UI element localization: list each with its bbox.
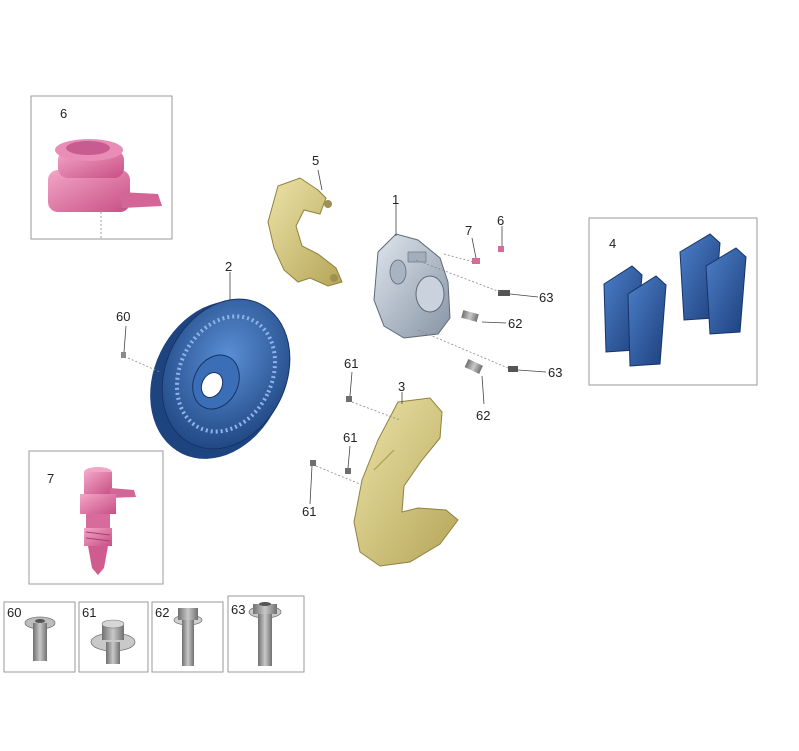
bleeder-valve-icon	[80, 467, 136, 575]
inset-bolt-60: 60	[3, 601, 76, 673]
flange-bolt-icon	[248, 602, 282, 666]
explode-lines	[127, 253, 509, 485]
callout-63a: 63	[539, 290, 553, 305]
inset-label-60: 60	[7, 605, 21, 620]
caliper-bolt-62a	[461, 310, 479, 322]
inset-label-7: 7	[47, 471, 54, 486]
callout-62b: 62	[476, 408, 490, 423]
callout-2: 2	[225, 259, 232, 274]
callout-60: 60	[116, 309, 130, 324]
hex-bolt-icon	[173, 608, 203, 666]
small-cap-6	[498, 246, 504, 252]
inset-bolt-63: 63	[227, 595, 305, 673]
callout-labels: 1 2 3 5 6 7 60 61 61 61 62 62 63 63	[116, 153, 562, 519]
brake-rotor	[150, 298, 291, 459]
inset-nut-61: 61	[78, 601, 149, 673]
callout-1: 1	[392, 192, 399, 207]
inset-label-62: 62	[155, 605, 169, 620]
flange-nut-icon	[90, 619, 136, 664]
inset-label-61: 61	[82, 605, 96, 620]
bleeder-cap-icon	[48, 139, 162, 212]
callout-63b: 63	[548, 365, 562, 380]
brake-caliper	[373, 233, 451, 339]
inset-valve-7: 7	[28, 450, 164, 585]
callout-5: 5	[312, 153, 319, 168]
small-valve-7	[472, 258, 480, 264]
callout-61b: 61	[343, 430, 357, 445]
inset-pads-4: 4	[588, 217, 758, 386]
callout-61a: 61	[344, 356, 358, 371]
callout-6: 6	[497, 213, 504, 228]
callout-3: 3	[398, 379, 405, 394]
brake-pad-icon	[603, 233, 747, 367]
inset-cap-6: 6	[30, 95, 173, 240]
leader-lines	[123, 169, 547, 505]
rotor-screw-60	[121, 352, 126, 358]
shield-nut-61a	[346, 396, 352, 402]
caliper-bracket	[267, 177, 343, 287]
guide-bolt-63b	[508, 366, 518, 372]
torx-bolt-icon	[24, 616, 56, 661]
callout-61c: 61	[302, 504, 316, 519]
inset-label-4: 4	[609, 236, 616, 251]
inset-bolt-62: 62	[151, 601, 224, 673]
inset-label-6: 6	[60, 106, 67, 121]
splash-shield	[353, 397, 459, 567]
shield-nut-61c	[310, 460, 316, 466]
guide-bolt-63a	[498, 290, 510, 296]
inset-label-63: 63	[231, 602, 245, 617]
shield-nut-61b	[345, 468, 351, 474]
caliper-bolt-62b	[464, 358, 483, 374]
callout-7: 7	[465, 223, 472, 238]
callout-62a: 62	[508, 316, 522, 331]
main-fasteners	[121, 246, 518, 474]
